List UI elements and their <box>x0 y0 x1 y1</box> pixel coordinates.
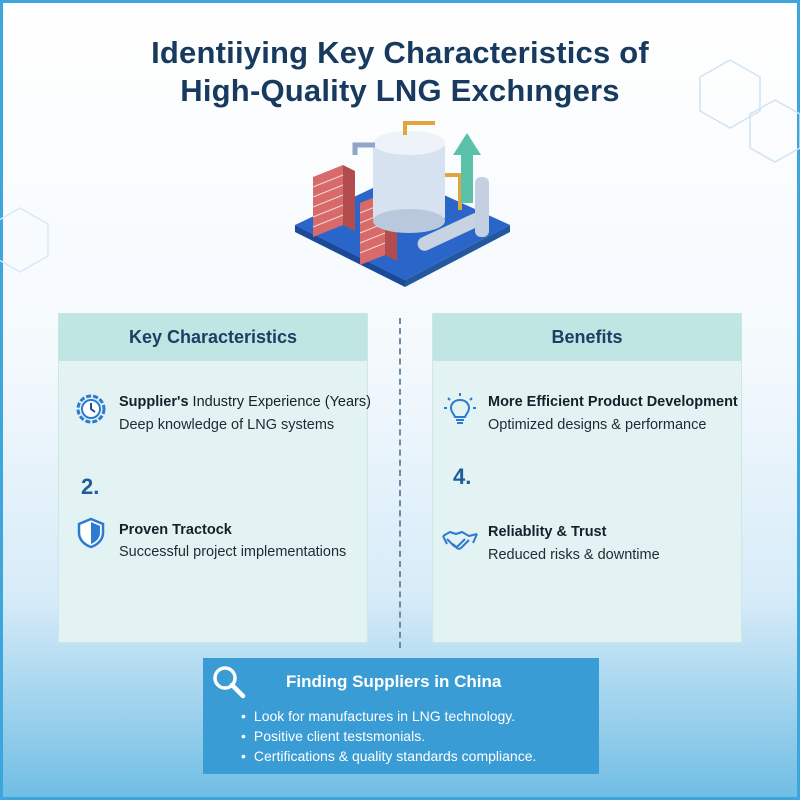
title-line-1: Identiiying Key Characteristics of <box>151 35 649 70</box>
efficient-development-title: More Efficient Product Development <box>488 394 738 410</box>
list-item: Certifications & quality standards compl… <box>241 746 536 766</box>
efficient-development-subtitle: Optimized designs & performance <box>488 417 707 433</box>
experience-title: Supplier's Industry Experience (Years) <box>119 394 371 410</box>
experience-subtitle: Deep knowledge of LNG systems <box>119 417 335 433</box>
finding-suppliers-list: Look for manufactures in LNG technology.… <box>241 706 536 766</box>
finding-suppliers-box: Finding Suppliers in China Look for manu… <box>203 658 599 774</box>
page-title: Identiiying Key Characteristics of High-… <box>0 34 800 110</box>
handshake-icon <box>442 531 478 550</box>
item-number-2: 2. <box>81 474 100 499</box>
experience-title-bold: Supplier's <box>119 394 189 410</box>
title-line-2: High-Quality LNG Exchıngers <box>180 73 620 108</box>
lightbulb-icon <box>444 393 476 424</box>
benefits-header: Benefits <box>433 314 741 361</box>
benefits-card: Benefits More Efficient Product Developm… <box>432 313 742 643</box>
track-record-subtitle: Successful project implementations <box>119 544 347 560</box>
dashed-divider <box>399 318 401 648</box>
hexagon-decoration-left <box>0 207 49 273</box>
key-characteristics-card: Key Characteristics Supplier's Industry … <box>58 313 371 643</box>
key-characteristics-header: Key Characteristics <box>59 314 367 361</box>
reliability-title: Reliablity & Trust <box>488 524 607 540</box>
shield-icon <box>77 517 105 549</box>
track-record-title: Proven Tractock <box>119 522 232 538</box>
experience-title-normal: Industry Experience (Years) <box>188 394 371 410</box>
reliability-subtitle: Reduced risks & downtime <box>488 547 660 563</box>
list-item: Positive client testsmonials. <box>241 726 536 746</box>
gear-clock-icon <box>76 394 106 424</box>
hexagon-decoration <box>699 59 800 163</box>
magnifier-icon <box>213 666 246 699</box>
lng-plant-illustration <box>295 121 510 287</box>
finding-suppliers-title: Finding Suppliers in China <box>286 672 502 691</box>
item-number-4: 4. <box>453 464 472 489</box>
list-item: Look for manufactures in LNG technology. <box>241 706 536 726</box>
